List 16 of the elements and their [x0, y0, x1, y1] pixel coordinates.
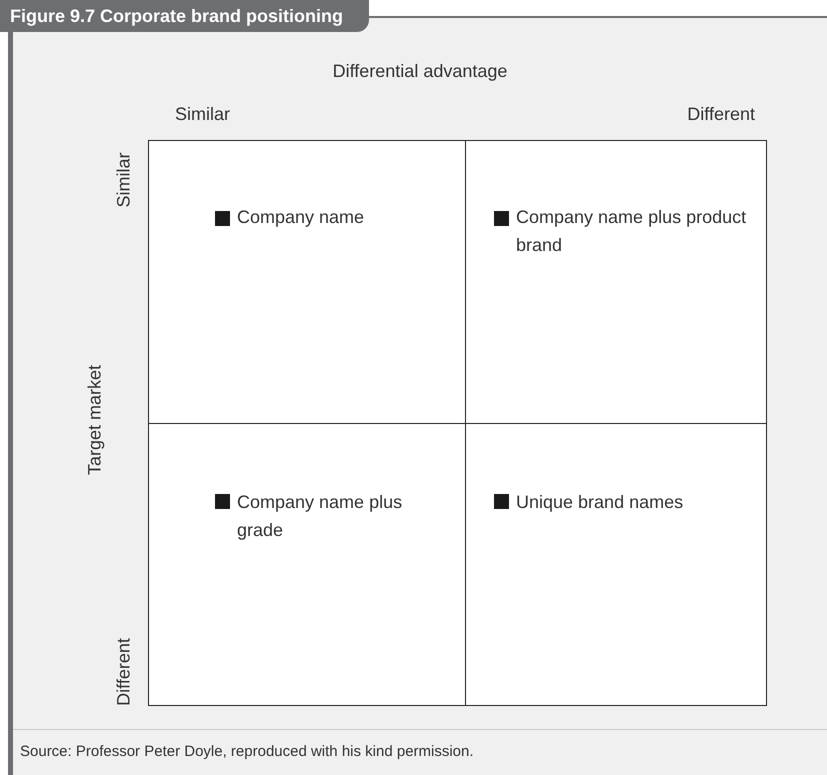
quadrant-cell — [465, 140, 767, 424]
figure-title: Figure 9.7 Corporate brand positioning — [0, 0, 370, 32]
quadrant-cell — [465, 423, 767, 706]
quadrant-cell — [148, 423, 466, 706]
quadrant-text: Company name — [237, 206, 366, 229]
axis-label: Different — [687, 104, 755, 125]
quadrant-text: Company name plus product brand — [516, 206, 748, 257]
quadrant-cell — [148, 140, 466, 424]
axis-label: Similar — [175, 104, 230, 125]
quadrant-text: Company name plus grade — [237, 491, 404, 542]
quadrant-text: Unique brand names — [516, 491, 684, 514]
axis-label: Similar — [114, 152, 134, 208]
source-note: Source: Professor Peter Doyle, reproduced with his kind permission. — [20, 743, 474, 760]
axis-label: Different — [114, 638, 134, 706]
axis-title: Target market — [84, 364, 106, 476]
axis-title: Differential advantage — [332, 61, 508, 82]
